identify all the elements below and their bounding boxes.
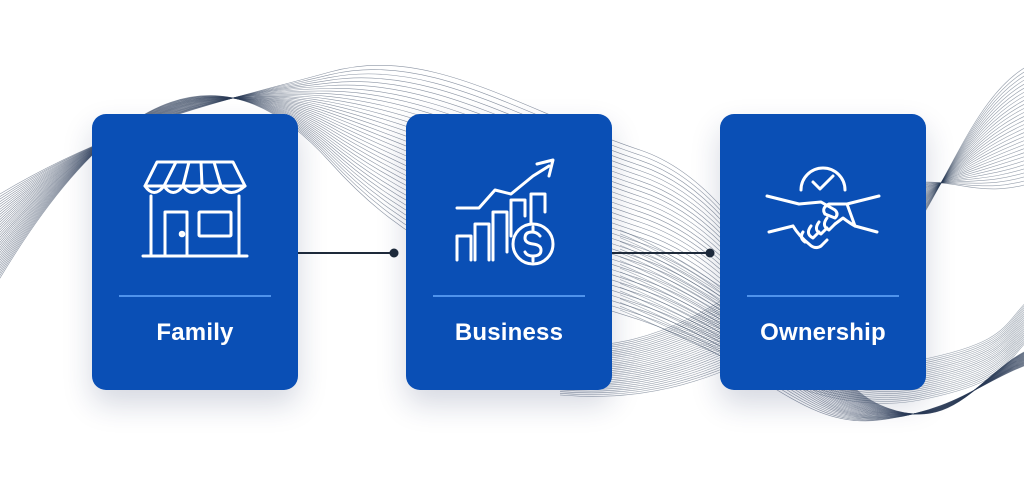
card-divider [747, 295, 899, 297]
growth-chart-dollar-icon [455, 158, 555, 266]
storefront-icon [141, 160, 249, 258]
card-divider [119, 295, 271, 297]
wave-line [619, 309, 1024, 404]
wave-line [619, 286, 1024, 392]
card-family: Family [92, 114, 298, 390]
wave-line [619, 298, 1024, 398]
wave-line [619, 302, 1024, 400]
card-label-business: Business [454, 319, 564, 346]
connector-dot-1 [389, 248, 399, 258]
card-label-family: Family [156, 319, 234, 346]
card-label-ownership: Ownership [760, 319, 886, 346]
wave-line [619, 305, 1024, 402]
card-business: Business [406, 114, 612, 390]
card-ownership: Ownership [720, 114, 926, 390]
card-divider [433, 295, 585, 297]
wave-line [619, 294, 1024, 396]
handshake-check-icon [765, 166, 881, 250]
connector-dot-2 [705, 248, 715, 258]
wave-line [619, 290, 1024, 394]
